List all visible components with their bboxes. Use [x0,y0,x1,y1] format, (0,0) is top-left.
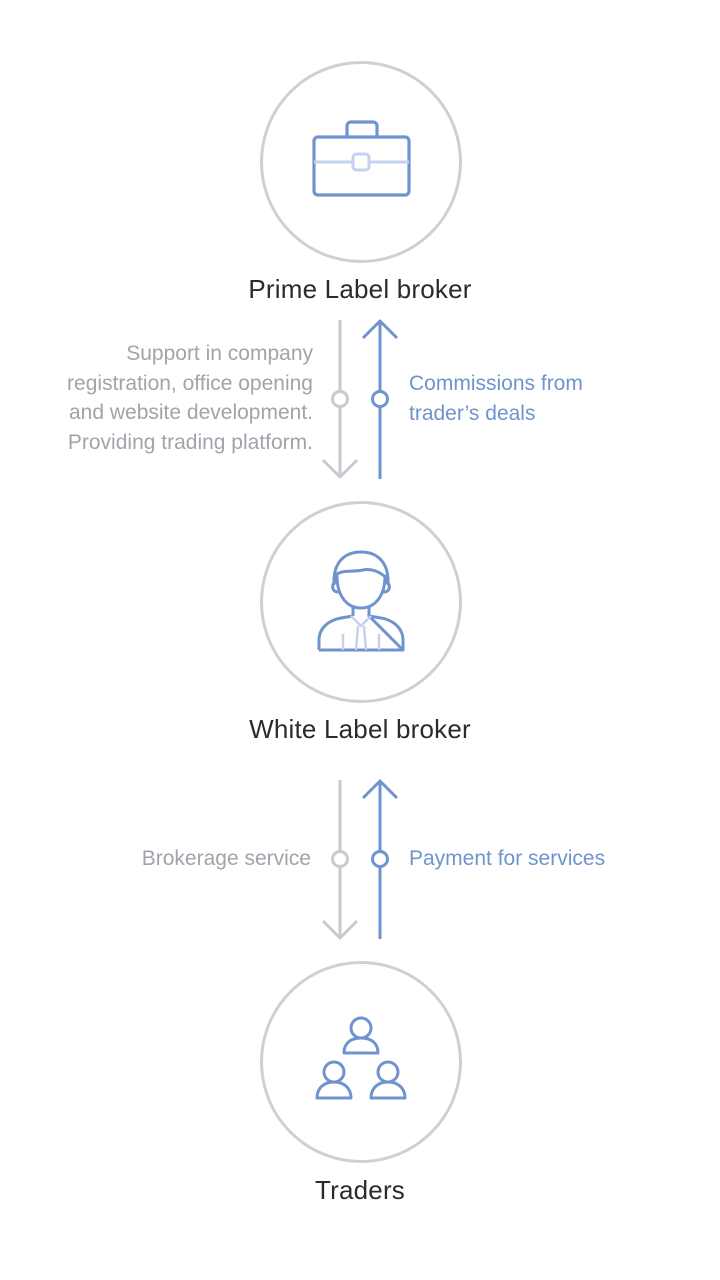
traders-circle [260,961,462,1163]
flow1-up-line: Commissions from [409,372,583,395]
flow2-down-text: Brokerage service [0,844,311,874]
businessman-icon [317,550,405,652]
flow1-up-line: trader’s deals [409,401,536,425]
flow2-up-text: Payment for services [409,844,709,874]
flow1-up-arrow [361,319,399,479]
white-broker-label: White Label broker [249,714,471,744]
flow1-up-text: Commissions from trader’s deals [409,369,709,428]
flow2-up-arrow [361,779,399,939]
flow1-down-line: Providing trading platform. [67,430,313,454]
flow1-down-text: Support in company registration, office … [0,339,313,457]
flow2-down-line: Brokerage service [141,847,311,870]
briefcase-icon [312,120,411,197]
prime-broker-circle [260,61,462,263]
traders-label: Traders [314,1175,405,1205]
flow1-down-line: and website development. [69,401,313,424]
flow2-down-arrow [321,780,359,940]
people-group-icon [315,1016,407,1100]
flow1-down-line: Support in company [126,342,313,365]
flow1-down-arrow [321,320,359,479]
prime-broker-label: Prime Label broker [248,274,472,304]
flow2-up-line: Payment for services [409,847,606,870]
white-broker-circle [260,501,462,703]
flow1-down-line: registration, office opening [67,371,313,395]
